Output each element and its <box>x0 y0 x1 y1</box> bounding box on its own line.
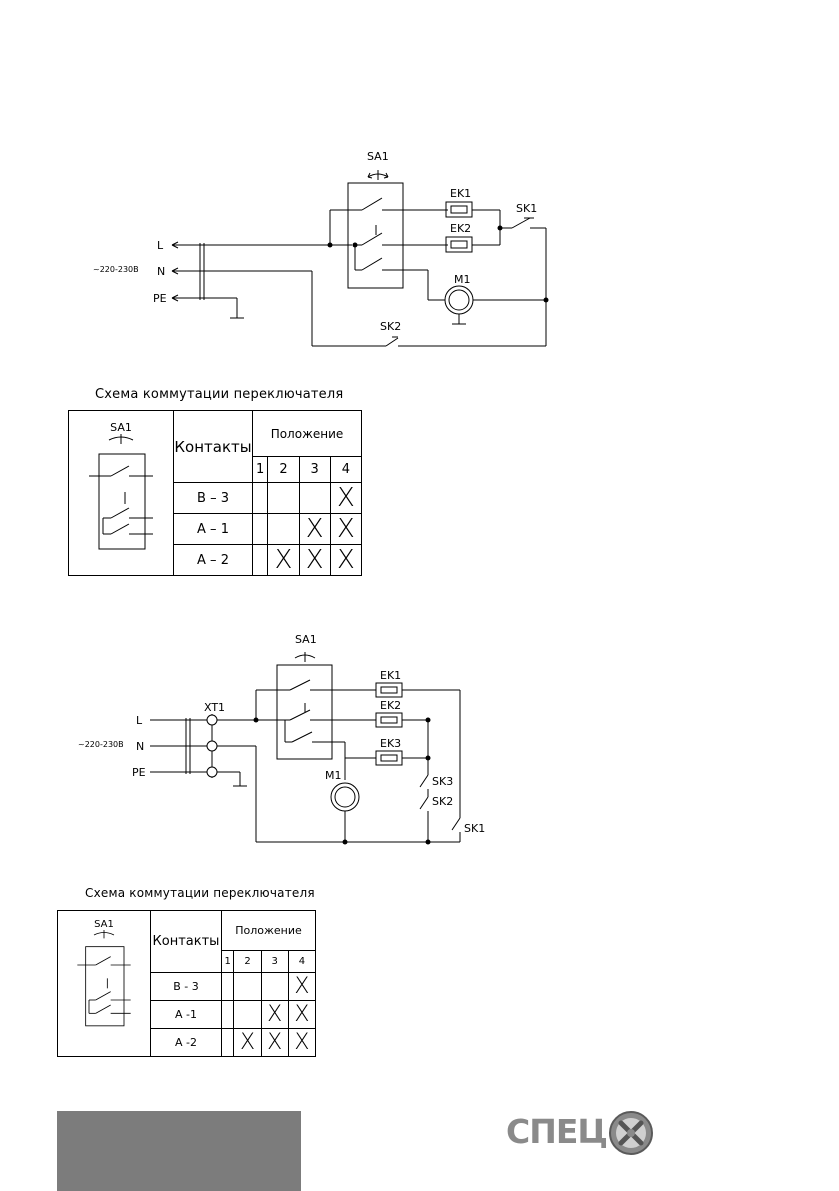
contact-label: A – 1 <box>173 513 253 545</box>
mark-cell <box>251 513 269 545</box>
mark-cell <box>251 544 269 576</box>
label-l: L <box>136 714 143 727</box>
sa1-label: SA1 <box>94 919 114 930</box>
position-1: 1 <box>220 950 235 973</box>
position-3: 3 <box>298 456 331 483</box>
position-1: 1 <box>251 456 269 483</box>
sa1-symbol-cell: SA1 <box>68 410 174 576</box>
table-row: A – 2 X X X <box>69 544 363 576</box>
switch-table-1: SA1 Контакты Положение 1 2 3 4 B – 3 X <box>68 410 363 576</box>
table-row: B - 3 X <box>58 972 317 1001</box>
mark-cell: X <box>329 513 363 545</box>
label-ek2: EK2 <box>450 222 471 235</box>
position-4: 4 <box>287 950 317 973</box>
mark-cell <box>251 482 269 514</box>
mark-cell: X <box>287 1028 317 1057</box>
mark-cell: X <box>260 1000 289 1029</box>
mark-cell <box>220 1000 235 1029</box>
mark-cell: X <box>287 972 317 1001</box>
label-ek2: EK2 <box>380 699 401 712</box>
label-ek1: EK1 <box>380 669 401 682</box>
mark-cell: X <box>260 1028 289 1057</box>
position-4: 4 <box>329 456 363 483</box>
label-ek3: EK3 <box>380 737 401 750</box>
label-pe: PE <box>153 292 167 305</box>
position-header: Положение <box>252 410 362 457</box>
label-xt1: XT1 <box>204 701 225 714</box>
contact-label: B - 3 <box>150 972 222 1001</box>
label-voltage: ~220-230В <box>78 740 124 749</box>
mark-cell <box>267 513 300 545</box>
label-sk2: SK2 <box>432 795 453 808</box>
mark-cell: X <box>298 513 331 545</box>
label-l: L <box>157 239 164 252</box>
label-sa1: SA1 <box>295 633 317 646</box>
contact-label: A – 2 <box>173 544 253 576</box>
sa1-label: SA1 <box>110 421 132 434</box>
contact-label: B – 3 <box>173 482 253 514</box>
label-ek1: EK1 <box>450 187 471 200</box>
switch-table-caption: Схема коммутации переключателя <box>95 387 344 402</box>
sa1-symbol-cell: SA1 <box>57 910 151 1057</box>
position-3: 3 <box>260 950 289 973</box>
sa1-symbol <box>77 930 131 1027</box>
contact-label: A -1 <box>150 1000 222 1029</box>
label-pe: PE <box>132 766 146 779</box>
position-2: 2 <box>267 456 300 483</box>
wiring-diagram-2: L N PE ~220-230В XT1 SA1 EK1 EK2 EK3 SK3… <box>78 633 485 845</box>
wiring-diagram-1: L N PE ~220-230В SA1 EK1 EK2 SK1 M1 SK2 <box>93 150 549 347</box>
brand-logo-text: СПЕЦ <box>506 1112 608 1151</box>
label-sk1: SK1 <box>516 202 537 215</box>
mark-cell <box>267 482 300 514</box>
mark-cell: X <box>329 544 363 576</box>
label-sk1: SK1 <box>464 822 485 835</box>
mark-cell <box>260 972 289 1001</box>
table-row: A – 1 X X <box>69 513 363 545</box>
label-sk3: SK3 <box>432 775 453 788</box>
mark-cell: X <box>287 1000 317 1029</box>
brand-logo: СПЕЦ <box>506 1108 654 1158</box>
position-header: Положение <box>221 910 316 951</box>
mark-cell: X <box>329 482 363 514</box>
mark-cell <box>220 972 235 1001</box>
contact-label: A -2 <box>150 1028 222 1057</box>
switch-table-caption: Схема коммутации переключателя <box>85 886 315 900</box>
mark-cell <box>298 482 331 514</box>
contacts-header: Контакты <box>173 410 253 483</box>
label-sa1: SA1 <box>367 150 389 163</box>
mark-cell <box>220 1028 235 1057</box>
wrench-logo-icon <box>609 1111 653 1155</box>
label-n: N <box>157 265 165 278</box>
table-row: A -2 X X X <box>58 1028 317 1057</box>
position-2: 2 <box>233 950 262 973</box>
label-m1: M1 <box>325 769 342 782</box>
table-row: B – 3 X <box>69 482 363 514</box>
mark-cell: X <box>233 1028 262 1057</box>
label-m1: M1 <box>454 273 471 286</box>
footer-gray-block <box>57 1111 301 1191</box>
label-voltage: ~220-230В <box>93 265 139 274</box>
mark-cell <box>233 972 262 1001</box>
label-n: N <box>136 740 144 753</box>
mark-cell: X <box>267 544 300 576</box>
sa1-symbol <box>89 434 153 550</box>
label-sk2: SK2 <box>380 320 401 333</box>
contacts-header: Контакты <box>150 910 222 973</box>
mark-cell <box>233 1000 262 1029</box>
mark-cell: X <box>298 544 331 576</box>
switch-table-2: SA1 Контакты Положение 1 2 3 4 B - 3 X <box>57 910 317 1057</box>
